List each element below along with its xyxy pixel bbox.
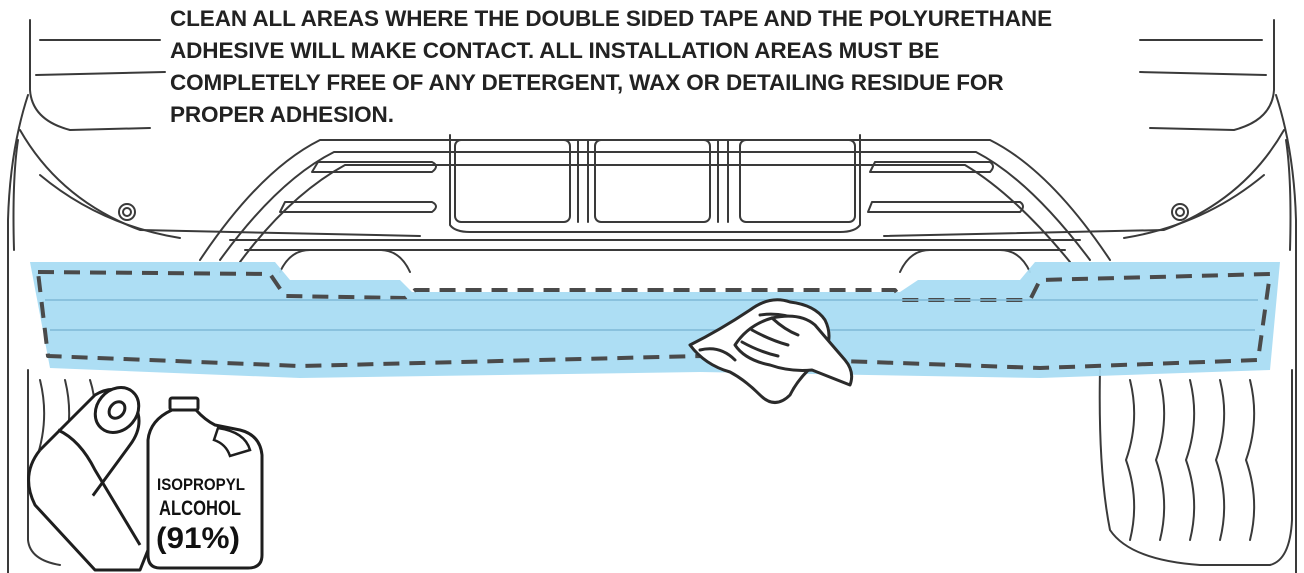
bottle-label-line3: (91%) xyxy=(156,522,240,555)
bottle-label-line2: ALCOHOL xyxy=(159,497,241,520)
paper-towel-roll xyxy=(29,379,150,570)
instruction-line-2: ADHESIVE WILL MAKE CONTACT. ALL INSTALLA… xyxy=(170,35,1230,67)
bottle-cap xyxy=(170,398,198,410)
cleaning-area xyxy=(30,262,1280,378)
cleaning-area-fill xyxy=(30,262,1280,378)
isopropyl-alcohol-bottle: ISOPROPYL ALCOHOL (91%) xyxy=(148,398,262,568)
instruction-line-1: CLEAN ALL AREAS WHERE THE DOUBLE SIDED T… xyxy=(170,3,1230,35)
bottle-label-line1: ISOPROPYL xyxy=(157,475,245,494)
instruction-text: CLEAN ALL AREAS WHERE THE DOUBLE SIDED T… xyxy=(170,3,1230,131)
instruction-line-3: COMPLETELY FREE OF ANY DETERGENT, WAX OR… xyxy=(170,67,1230,99)
instruction-line-4: PROPER ADHESION. xyxy=(170,99,1230,131)
